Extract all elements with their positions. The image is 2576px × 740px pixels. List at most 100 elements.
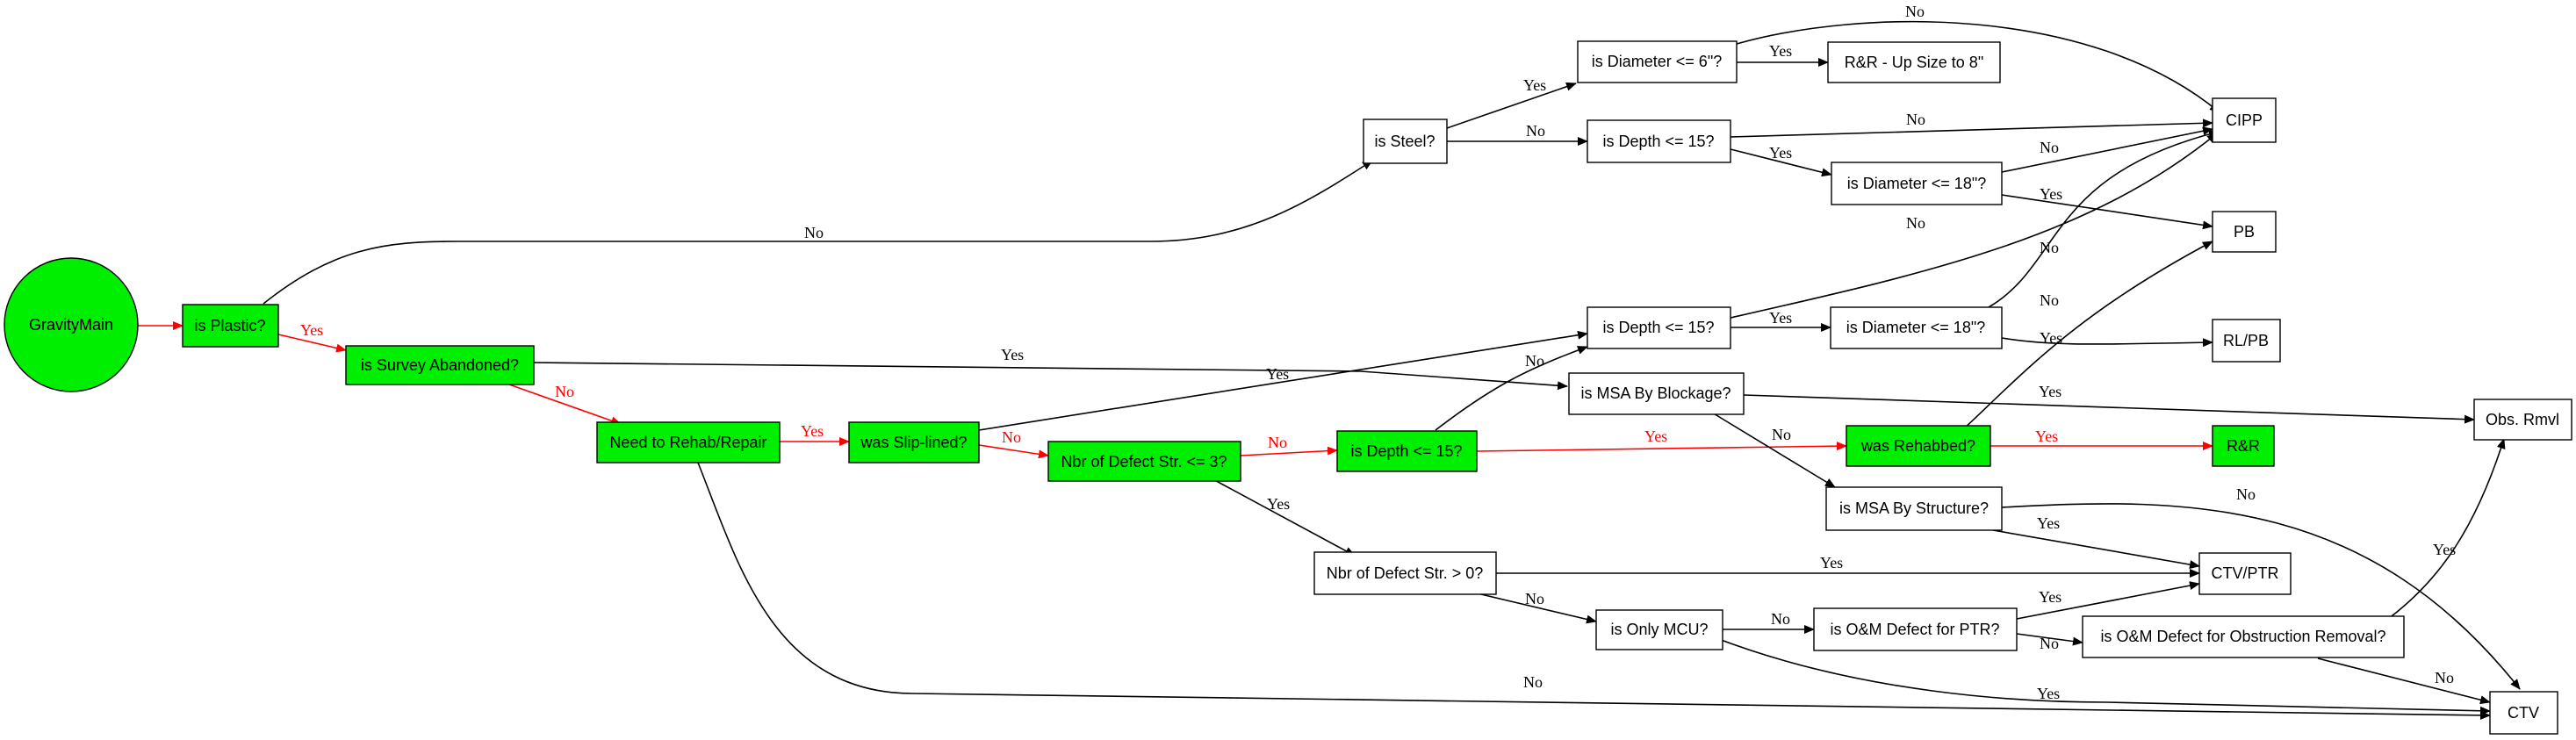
edge-label-no: No [2040,635,2059,652]
edge-om-obstruction-obs-rmvl [2387,438,2506,620]
node-label-cipp: CIPP [2226,111,2263,129]
node-is-depth-15-main [1336,430,1478,472]
edge-label-yes: Yes [1523,76,1546,94]
edge-label-yes: Yes [1267,495,1290,513]
edge-label-no: No [1905,3,1925,20]
edge-msa-blockage-msa-structure [1711,412,1836,488]
edge-slip-lined-depth15-slip [978,330,1588,431]
node-label-ctv: CTV [2508,704,2539,722]
edge-label-yes: Yes [2035,427,2058,445]
node-ctv [2489,691,2558,735]
node-is-depth-15-slip [1587,306,1731,349]
edge-om-ptr-om-obstruction [2016,633,2083,646]
node-label-rr-upsize: R&R - Up Size to 8" [1845,54,1983,71]
edge-label-yes: Yes [1820,554,1843,571]
node-label-is-msa-structure: is MSA By Structure? [1839,499,1989,517]
node-label-is-om-obstruction: is O&M Defect for Obstruction Removal? [2100,628,2385,645]
node-label-rlpb: RL/PB [2223,332,2269,349]
node-nbr-defect-le3 [1047,441,1241,482]
edge-msa-structure-ctv-ptr [1992,529,2200,570]
edge-label-no: No [1906,214,1925,232]
edge-label-yes: Yes [300,321,323,339]
edge-label-yes: Yes [1644,427,1667,445]
edge-label-no: No [1523,673,1543,691]
node-gravity-main [4,257,139,392]
edge-survey-abandoned-need-rehab [508,384,622,426]
edge-label-yes: Yes [2040,185,2062,203]
node-label-rr: R&R [2227,437,2260,455]
node-label-is-msa-blockage: is MSA By Blockage? [1580,384,1731,402]
edge-label-yes: Yes [2039,588,2062,606]
node-label-pb: PB [2234,223,2255,241]
node-is-msa-structure [1825,486,2003,531]
edge-survey-abandoned-msa-blockage [533,362,1568,391]
node-label-ctv-ptr: CTV/PTR [2211,564,2278,582]
edge-label-yes: Yes [1769,309,1792,327]
node-label-gravity-main: GravityMain [29,316,113,334]
edge-depth15-slip-cipp [1730,133,2218,319]
edge-msa-blockage-obs-rmvl [1743,394,2475,424]
edge-label-yes: Yes [801,422,824,440]
node-rr-upsize [1827,41,2001,83]
edge-label-no: No [1906,111,1925,128]
node-label-nbr-defect-le3: Nbr of Defect Str. <= 3? [1061,453,1227,471]
node-is-steel [1363,119,1448,164]
edge-msa-structure-ctv [2001,503,2521,690]
node-is-depth-15-steel [1587,119,1731,163]
edge-need-rehab-ctv [697,462,2491,720]
edge-label-yes: Yes [2040,329,2062,347]
edge-label-no: No [1002,428,1021,446]
edge-diameter18a-cipp [2001,126,2213,173]
edge-diameter18b-cipp [1988,129,2220,308]
node-is-msa-blockage [1568,372,1745,415]
node-is-diameter-18-b [1830,306,2003,349]
edge-label-yes: Yes [2037,514,2060,532]
node-label-is-diameter-6: is Diameter <= 6"? [1592,53,1722,70]
edge-slip-lined-nbr-defect-le3 [978,444,1049,459]
node-is-only-mcu [1595,609,1723,650]
node-obs-rmvl [2473,399,2572,441]
edge-depth15-was-rehabbed [1476,442,1847,452]
node-label-is-om-ptr: is O&M Defect for PTR? [1830,621,1999,638]
edge-nbr-defect-le3-defect-gt0 [1198,471,1356,557]
node-label-nbr-defect-gt0: Nbr of Defect Str. > 0? [1327,564,1484,582]
edge-label-no: No [804,224,824,241]
edge-diameter18a-pb [2001,194,2213,230]
node-label-was-rehabbed: was Rehabbed? [1860,437,1975,455]
edge-label-no: No [2040,239,2059,256]
node-rlpb [2212,319,2281,363]
node-label-need-rehab-repair: Need to Rehab/Repair [609,434,766,451]
edge-label-no: No [2435,669,2454,686]
node-rr [2212,425,2275,467]
edge-label-no: No [1525,590,1544,607]
edge-label-no: No [1771,610,1790,628]
node-nbr-defect-gt0 [1313,551,1497,595]
node-was-rehabbed [1846,425,1991,467]
node-label-was-slip-lined: was Slip-lined? [860,434,967,451]
edge-depth15-steel-diameter18a [1730,148,1832,177]
node-label-is-diameter-18-b: is Diameter <= 18"? [1846,319,1985,336]
node-label-is-survey-abandoned: is Survey Abandoned? [361,356,519,374]
edge-label-yes: Yes [1001,346,1024,363]
node-need-rehab-repair [596,421,781,463]
edge-is-steel-diameter6 [1446,82,1577,129]
edge-diameter18b-rlpb [2001,337,2213,348]
node-is-plastic [182,304,279,348]
node-label-obs-rmvl: Obs. Rmvl [2486,411,2559,428]
node-label-is-diameter-18-a: is Diameter <= 18"? [1847,175,1986,192]
edge-label-yes: Yes [1266,365,1289,383]
edge-depth15-main-depth15-slip [1435,346,1588,431]
node-pb [2212,211,2277,253]
edge-defect-gt0-only-mcu [1465,590,1597,624]
edges: Yes No Yes No No Yes Yes No Yes No Yes N… [138,3,2521,720]
edge-label-no: No [1772,426,1791,443]
node-label-is-plastic: is Plastic? [194,317,265,334]
node-label-is-only-mcu: is Only MCU? [1610,621,1708,638]
edge-label-no: No [1526,122,1545,140]
edge-nbr-defect-le3-depth15 [1240,446,1338,456]
edge-label-no: No [2236,485,2256,503]
edge-is-plastic-is-steel [263,160,1373,305]
edge-label-no: No [2040,139,2059,156]
edge-label-yes: Yes [1769,42,1792,60]
